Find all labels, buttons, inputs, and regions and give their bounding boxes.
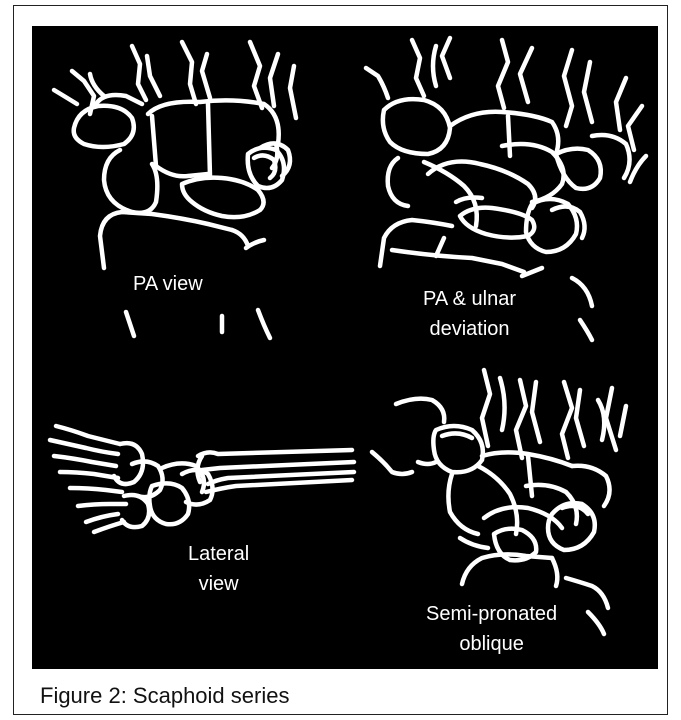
figure-caption: Figure 2: Scaphoid series (40, 683, 289, 709)
pa-view-label-line-1: PA view (133, 269, 203, 299)
pa-view-label: PA view (127, 269, 209, 299)
figure-panel: PA view PA & ulnar deviation Lateral vie… (32, 26, 658, 669)
semi-pronated-oblique-label-line-2: oblique (426, 629, 557, 659)
lateral-view-drawing (50, 426, 354, 532)
lateral-view-label: Lateral view (182, 539, 255, 599)
pa-ulnar-deviation-label-line-1: PA & ulnar (423, 284, 516, 314)
wrist-line-drawings (32, 26, 658, 669)
semi-pronated-oblique-label: Semi-pronated oblique (420, 599, 563, 659)
pa-ulnar-deviation-label: PA & ulnar deviation (417, 284, 522, 344)
semi-pronated-oblique-drawing (372, 370, 626, 634)
lateral-view-label-line-1: Lateral (188, 539, 249, 569)
pa-ulnar-deviation-label-line-2: deviation (423, 314, 516, 344)
lateral-view-label-line-2: view (188, 569, 249, 599)
semi-pronated-oblique-label-line-1: Semi-pronated (426, 599, 557, 629)
